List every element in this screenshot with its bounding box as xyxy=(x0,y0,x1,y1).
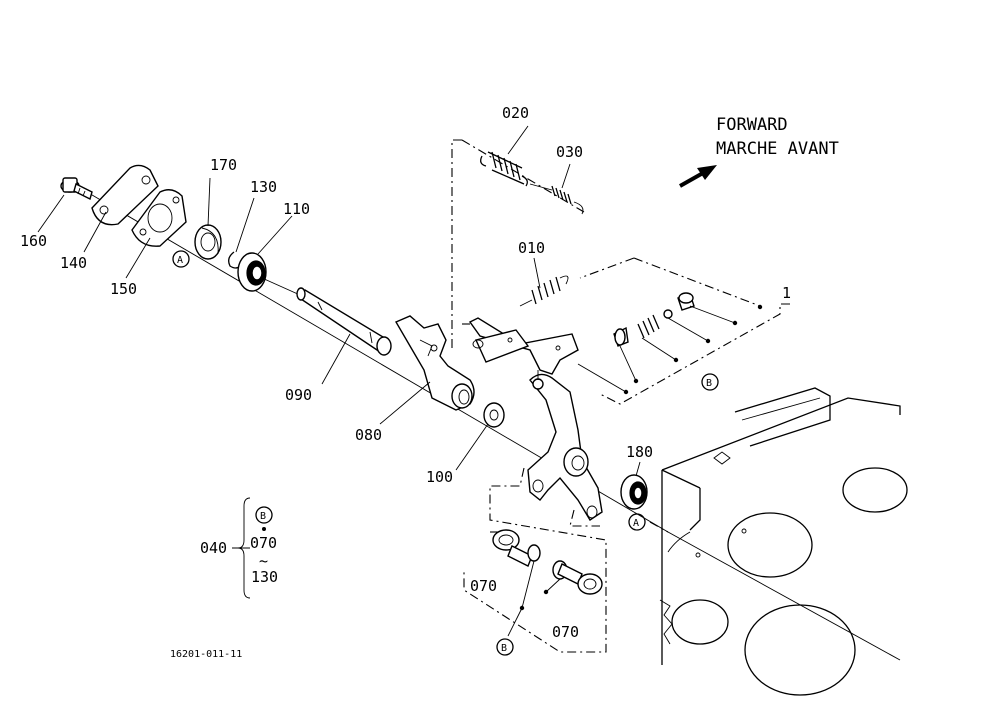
legend-ref-b: B xyxy=(260,511,266,522)
svg-text:B: B xyxy=(501,643,507,654)
forward-direction-indicator: FORWARD MARCHE AVANT xyxy=(679,115,839,188)
cover-plate-140 xyxy=(91,164,159,226)
label-010: 010 xyxy=(518,239,545,257)
spring-020 xyxy=(480,151,528,187)
bolt-160 xyxy=(60,177,93,201)
label-130: 130 xyxy=(250,178,277,196)
label-070-left: 070 xyxy=(470,577,497,595)
engine-housing xyxy=(659,387,908,696)
reference-dots xyxy=(507,304,763,637)
reference-circles: A A B B xyxy=(172,250,719,656)
adjusting-bracket xyxy=(468,317,579,375)
label-160: 160 xyxy=(20,232,47,250)
label-030: 030 xyxy=(556,143,583,161)
label-040: 040 xyxy=(200,539,227,557)
kit-legend-040: 040 B 070 ~ 130 xyxy=(200,497,278,599)
label-080: 080 xyxy=(355,426,382,444)
legend-tilde: ~ xyxy=(259,552,268,570)
oil-seal-170 xyxy=(194,224,222,260)
drawing-number: 16201-011-11 xyxy=(170,649,242,660)
label-180: 180 xyxy=(626,443,653,461)
ref-circle-a-left: A xyxy=(172,250,190,268)
label-020: 020 xyxy=(502,104,529,122)
spring-030 xyxy=(529,183,584,215)
pin-070-left xyxy=(492,529,541,567)
ref-circle-a-right: A xyxy=(628,513,646,531)
part-labels: 160 140 150 170 130 110 090 080 100 020 … xyxy=(20,104,791,641)
bearing-180 xyxy=(620,474,648,510)
legend-label-070: 070 xyxy=(250,534,277,552)
gasket-150 xyxy=(131,189,187,247)
ref-circle-b-upper: B xyxy=(701,373,719,391)
label-100: 100 xyxy=(426,468,453,486)
label-090: 090 xyxy=(285,386,312,404)
spring-010 xyxy=(519,275,569,307)
forward-label: FORWARD xyxy=(716,115,788,135)
label-group-1: 1 xyxy=(782,284,791,302)
ref-circle-b-lower: B xyxy=(496,638,514,656)
marche-avant-label: MARCHE AVANT xyxy=(716,139,839,159)
svg-text:A: A xyxy=(177,255,183,266)
washer-100 xyxy=(483,402,505,428)
pin-070-right xyxy=(552,560,603,595)
legend-label-130: 130 xyxy=(251,568,278,586)
leader-lines xyxy=(37,125,641,477)
label-140: 140 xyxy=(60,254,87,272)
svg-text:B: B xyxy=(706,378,712,389)
bearing-110 xyxy=(237,252,267,292)
governor-fork-lever xyxy=(527,370,603,521)
shaft-090 xyxy=(296,287,392,356)
label-170: 170 xyxy=(210,156,237,174)
label-110: 110 xyxy=(283,200,310,218)
adjust-screw-group xyxy=(613,292,695,347)
lever-080 xyxy=(394,315,475,411)
forward-arrow-icon xyxy=(679,165,717,188)
label-150: 150 xyxy=(110,280,137,298)
label-070-right: 070 xyxy=(552,623,579,641)
group-dash-lines xyxy=(451,139,790,653)
svg-text:A: A xyxy=(633,518,639,529)
circlip-130 xyxy=(228,251,241,269)
